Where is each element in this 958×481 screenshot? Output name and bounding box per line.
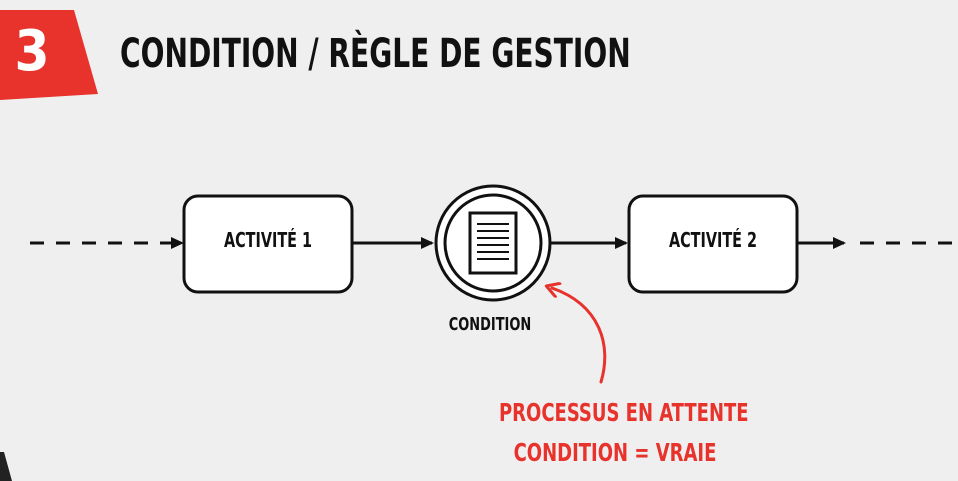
- step-badge-shape: [0, 10, 98, 100]
- annotation-line-2: CONDITION = VRAIE: [513, 438, 717, 467]
- page-title: CONDITION / RÈGLE DE GESTION: [120, 31, 631, 77]
- corner-decoration: [0, 452, 12, 481]
- activity-2-label: ACTIVITÉ 2: [668, 228, 758, 252]
- annotation-line-1: PROCESSUS EN ATTENTE: [499, 398, 749, 427]
- document-icon: [468, 211, 518, 275]
- step-badge: 3: [0, 10, 100, 100]
- step-number: 3: [14, 19, 50, 84]
- activity-1-label: ACTIVITÉ 1: [223, 228, 313, 252]
- annotation-arrow: [552, 288, 607, 384]
- condition-event-label: CONDITION: [448, 314, 532, 335]
